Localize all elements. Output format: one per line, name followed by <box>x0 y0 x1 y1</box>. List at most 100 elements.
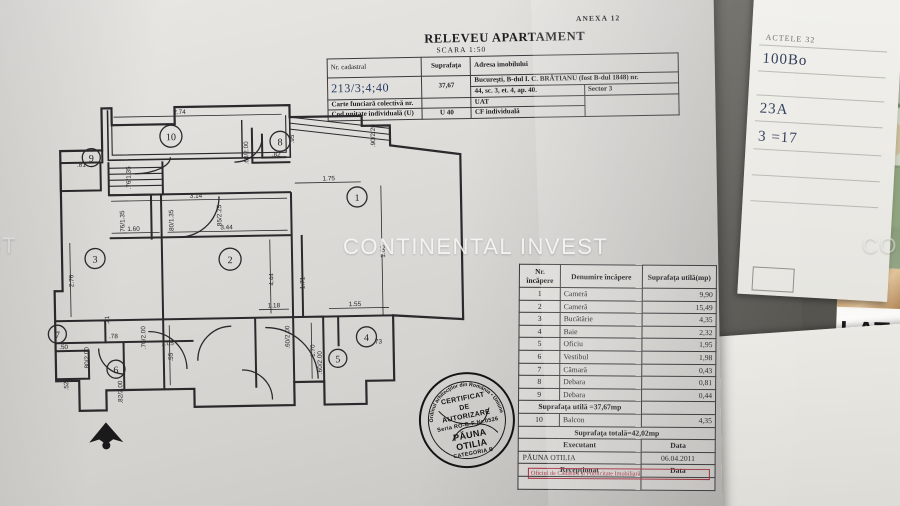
door-9-size: .76/1.35 <box>125 166 132 190</box>
dim-0-50: .50 <box>59 344 68 351</box>
door-4-size: .60/2.00 <box>284 325 291 349</box>
dim-0-73: .73 <box>373 339 382 346</box>
row-3-area: 2,32 <box>641 325 717 340</box>
data-label: Data <box>640 439 716 453</box>
room-number-7: 7 <box>55 330 60 341</box>
room-number-9: 9 <box>89 154 94 165</box>
authorization-stamp: Ordinul arhitecţilor din România ▪ Uniun… <box>410 363 524 477</box>
dim-1-60: 1.60 <box>127 226 140 233</box>
row-5-name: Vestibul <box>559 350 642 364</box>
floor-plan-document: ANEXA 12 RELEVEU APARTAMENT SCARA 1:50 N… <box>0 0 723 506</box>
row-7-nr: 8 <box>518 375 560 389</box>
row-5-area: 1,98 <box>641 351 716 365</box>
door-2-size: .85/2.25 <box>216 204 223 228</box>
floor-plan-drawing: 10 8 9 1 2 3 4 5 6 7 2.74 3.14 3.44 1.60 <box>47 104 465 412</box>
row-4-area: 1,95 <box>641 338 716 352</box>
schedule-executant-row: PĂUNA OTILIA 06.04.2011 <box>518 450 716 465</box>
row-4-name: Oficiu <box>560 337 642 352</box>
footer-note: Oficiul de Cadastru şi Publicitate Imobi… <box>527 467 710 481</box>
row-2-nr: 3 <box>519 312 561 326</box>
dim-2-74: 2.74 <box>173 109 186 116</box>
balcony-area: 4,35 <box>641 414 716 428</box>
room-number-3: 3 <box>92 254 97 265</box>
row-2-name: Bucătărie <box>560 312 642 326</box>
door-entry-size: .82/2.00 <box>117 380 124 404</box>
watermark-left-fragment: ST <box>0 233 18 258</box>
row-0-name: Cameră <box>560 287 643 301</box>
dim-0-52: .52 <box>63 381 70 390</box>
note-value-2: 3 =17 <box>757 128 799 147</box>
room-number-8: 8 <box>277 137 282 148</box>
dim-3-44: 3.44 <box>220 224 233 231</box>
balcony-nr: 10 <box>518 413 560 427</box>
row-8-name: Debara <box>559 388 642 402</box>
dim-1-60-v: 1.60 <box>380 245 387 258</box>
executant-date: 06.04.2011 <box>640 451 716 465</box>
row-3-name: Baie <box>560 325 642 339</box>
balcony-name: Balcon <box>559 413 642 427</box>
dim-1-55: 1.55 <box>349 301 362 308</box>
subtotal-spacer <box>641 401 716 415</box>
door-3-size: .80/1.35 <box>168 209 175 233</box>
row-6-name: Cămară <box>559 363 642 377</box>
row-1-area: 15,49 <box>641 300 717 314</box>
dim-2-76: 2.76 <box>68 274 75 287</box>
row-3-nr: 4 <box>518 325 561 338</box>
subtotal-label: Suprafaţa utilă =37,67mp <box>518 400 642 415</box>
dim-1-05: 1.05 <box>161 340 174 347</box>
door-6-size: .70/2.00 <box>140 326 147 350</box>
row-5-nr: 6 <box>518 350 561 364</box>
dim-0-55: .55 <box>168 352 175 361</box>
room-number-1: 1 <box>354 193 359 204</box>
dim-0-78: .78 <box>109 333 118 340</box>
dim-1-70: 1.70 <box>310 344 317 357</box>
row-1-nr: 2 <box>519 299 561 313</box>
executant-name: PĂUNA OTILIA <box>518 450 641 465</box>
dim-3-14: 3.14 <box>190 193 203 200</box>
watermark-right-fragment: CO <box>862 233 898 258</box>
dim-4-44: 4.44 <box>268 273 275 286</box>
door-1-size: .90/2.20 <box>370 124 377 148</box>
row-0-nr: 1 <box>519 287 561 301</box>
dim-0-81: .81 <box>77 162 86 169</box>
row-7-name: Debara <box>559 375 642 389</box>
dim-1-18: 1.18 <box>268 302 281 309</box>
dim-0-21: .21 <box>104 315 111 324</box>
row-7-area: 0,81 <box>641 376 716 390</box>
room-number-2: 2 <box>228 255 233 266</box>
col-name: Denumire încăpere <box>560 264 643 289</box>
row-8-area: 0,44 <box>641 388 716 402</box>
room-number-10: 10 <box>166 132 176 143</box>
dim-1-71: 1.71 <box>299 276 306 289</box>
row-8-nr: 9 <box>518 388 560 401</box>
schedule-header-row: Nr. încăpere Denumire încăpere Suprafaţa… <box>519 264 717 289</box>
door-stair-size: .76/1.35 <box>119 210 126 234</box>
row-6-area: 0,43 <box>641 363 716 377</box>
room-number-4: 4 <box>364 333 369 344</box>
note-paper-header: ACTELE 32 <box>765 32 816 45</box>
watermark-main: CONTINENTAL INVEST <box>343 234 609 259</box>
col-nr: Nr. încăpere <box>519 264 561 288</box>
schedule-subtotal-row: Suprafaţa utilă =37,67mp <box>518 400 716 415</box>
north-arrow <box>87 420 126 456</box>
col-area: Suprafaţa utilă(mp) <box>642 265 717 289</box>
row-0-area: 9,90 <box>641 288 717 302</box>
note-value-1: 23A <box>759 100 789 119</box>
dim-0-82: .82 <box>272 151 281 158</box>
room-schedule: Nr. încăpere Denumire încăpere Suprafaţa… <box>517 263 717 491</box>
blank-paper-lower-right <box>693 322 900 506</box>
note-value-0: 100Bo <box>762 50 808 70</box>
door-8-size: .60/2.00 <box>243 141 250 165</box>
row-2-area: 4,35 <box>641 313 717 327</box>
note-paper-box <box>751 266 795 293</box>
row-1-name: Cameră <box>560 300 642 314</box>
room-number-6: 6 <box>113 365 118 376</box>
room-number-5: 5 <box>335 354 340 365</box>
dim-1-75: 1.75 <box>322 175 335 182</box>
executant-label: Executant <box>518 438 642 452</box>
door-5-size: .60/2.00 <box>317 351 324 375</box>
door-8b-size: .95 <box>289 134 296 143</box>
door-7-size: .80/2.00 <box>84 347 91 371</box>
row-6-nr: 7 <box>518 362 560 376</box>
